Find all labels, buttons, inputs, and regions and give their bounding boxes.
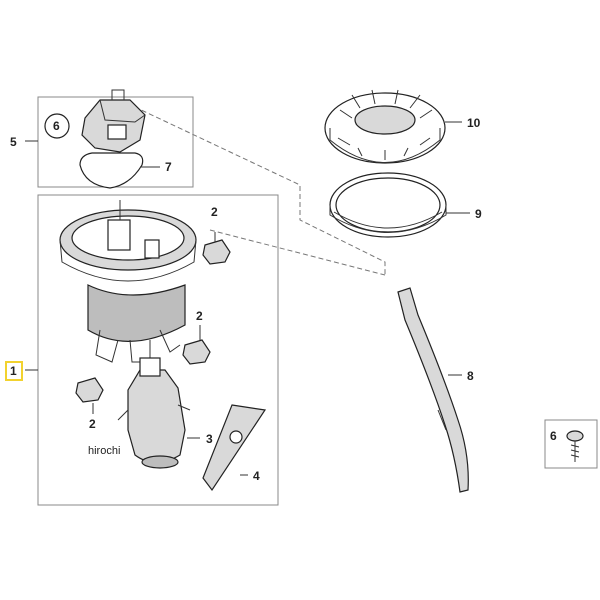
alignment-dash-line-2	[209, 229, 386, 276]
callout-7[interactable]: 7	[165, 160, 172, 174]
callout-1-highlight	[5, 361, 23, 381]
callout-3[interactable]: 3	[206, 432, 213, 446]
filter-part[interactable]	[202, 404, 267, 492]
callout-6-screw[interactable]: 6	[550, 429, 557, 443]
fuel-pump-unit[interactable]	[59, 200, 197, 363]
callout-6-circle	[44, 113, 70, 139]
watermark-text: hirochi	[88, 445, 120, 457]
callout-2-mid[interactable]: 2	[196, 309, 203, 323]
callout-8[interactable]: 8	[467, 369, 474, 383]
cover-part[interactable]	[81, 89, 146, 153]
clip-part-lower[interactable]	[75, 377, 104, 403]
callout-1[interactable]: 1	[10, 364, 17, 378]
group-1-box	[37, 194, 279, 506]
callout-2-lower[interactable]: 2	[89, 417, 96, 431]
gasket-part[interactable]	[79, 152, 144, 189]
screw-part[interactable]	[566, 430, 584, 462]
lock-ring-part[interactable]	[324, 89, 446, 164]
clip-part-mid[interactable]	[182, 339, 211, 365]
lever-strip-part[interactable]	[397, 287, 469, 493]
clip-part-upper[interactable]	[202, 239, 231, 265]
callout-5[interactable]: 5	[10, 135, 17, 149]
callout-9[interactable]: 9	[475, 207, 482, 221]
callout-4[interactable]: 4	[253, 469, 260, 483]
pump-module-part[interactable]	[117, 357, 191, 469]
callout-10[interactable]: 10	[467, 116, 481, 130]
callout-2-upper[interactable]: 2	[211, 205, 218, 219]
screw-box	[544, 419, 598, 469]
callout-6-group[interactable]: 6	[53, 119, 60, 133]
leader-lines	[25, 121, 470, 476]
alignment-dash-line	[119, 99, 386, 275]
seal-ring-part[interactable]	[329, 172, 447, 238]
